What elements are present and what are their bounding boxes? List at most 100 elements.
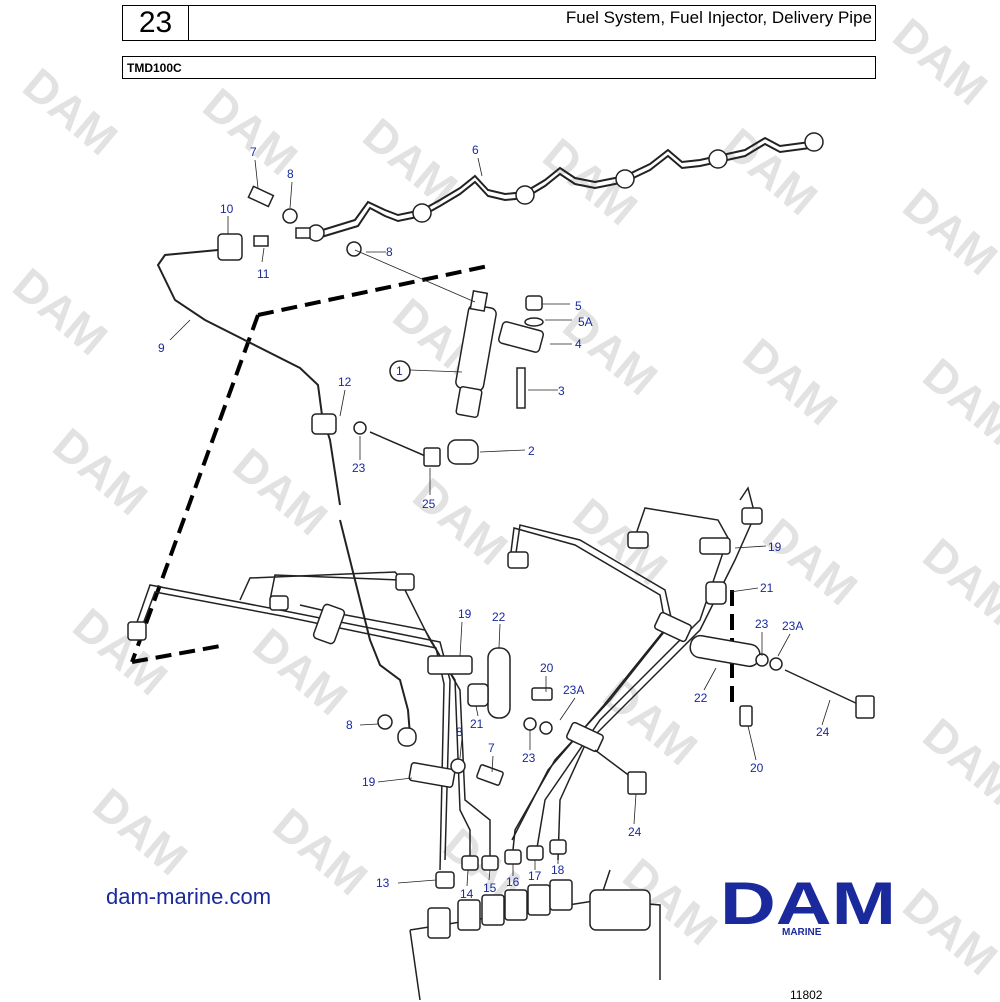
callout-8: 8 [386,245,393,259]
watermark-layer: DAM DAM DAM DAM DAM DAM DAM DAM DAM DAM … [4,8,1000,985]
copper-sleeve [447,439,479,465]
page-title: Fuel System, Fuel Injector, Delivery Pip… [188,5,876,41]
callout-23: 23 [755,617,769,631]
callout-2: 2 [528,444,535,458]
watermark: DAM [894,878,1000,985]
callout-10: 10 [220,202,234,216]
engine-outline [257,264,489,317]
callout-18: 18 [551,863,565,877]
bolt-head [627,771,647,795]
callout-5a: 5A [578,315,593,329]
watermark: DAM [4,258,118,365]
watermark: DAM [914,708,1000,815]
banjo-bolt [247,185,275,208]
watermark: DAM [914,348,1000,455]
watermark: DAM [594,668,708,775]
engine-outline [130,314,260,663]
bolt [784,669,861,706]
sealing-washer [377,714,393,730]
watermark: DAM [44,418,158,525]
screw [531,687,553,701]
callout-19: 19 [458,607,472,621]
fitting [295,227,311,239]
bracket [689,634,761,668]
nut [525,295,543,311]
watermark: DAM [894,178,1000,285]
fuel-injector [354,249,497,418]
callout-24: 24 [628,825,642,839]
callout-14: 14 [460,887,474,901]
spacer [467,683,489,707]
callout-20: 20 [750,761,764,775]
callout-24: 24 [816,725,830,739]
washer [523,717,537,731]
logo-subtext: MARINE [782,927,822,938]
bracket [487,647,511,719]
callout-3: 3 [558,384,565,398]
injection-pump [409,869,661,1000]
model-label: TMD100C [122,56,876,79]
pipe-connector [307,132,824,242]
callout-11: 11 [257,267,270,281]
engine-outline [131,643,227,664]
pressure-pipes-left [127,571,491,871]
website-link[interactable]: dam-marine.com [106,884,272,909]
callout-17: 17 [528,869,542,883]
callout-7: 7 [488,741,495,755]
washer [539,721,553,735]
section-number: 23 [122,5,189,41]
callout-23a: 23A [782,619,803,633]
watermark: DAM [14,58,128,165]
screw [739,705,753,727]
watermark: DAM [884,8,998,115]
callout-20: 20 [540,661,554,675]
callout-6: 6 [472,143,479,157]
callout-circle [389,360,411,382]
callout-7: 7 [250,145,257,159]
callout-8: 8 [287,167,294,181]
dam-logo: DAM [720,872,896,937]
clamp-bolt-head [423,447,441,467]
callout-1: 1 [396,364,403,378]
stud [516,367,526,409]
callout-23: 23 [352,461,366,475]
callout-13: 13 [376,876,390,890]
clamp-bolt [369,431,431,459]
banjo-bolt [476,764,504,786]
watermark: DAM [244,618,358,725]
sealing-washer [450,758,466,774]
callout-21: 21 [760,581,774,595]
watermark: DAM [564,488,678,595]
watermark: DAM [914,528,1000,635]
pressure-pipes-right [507,486,763,861]
callout-labels: 1 2 3 4 5 5A 6 7 8 8 9 10 11 12 23 25 19… [158,143,830,901]
washer [524,317,544,327]
callout-19: 19 [768,540,782,554]
watermark: DAM [734,328,848,435]
sealing-washer [346,241,362,257]
callout-15: 15 [483,881,497,895]
callout-8: 8 [456,725,463,739]
figure-number: 11802 [790,988,823,1002]
injector-clamp [498,321,544,353]
banjo [397,727,417,747]
callout-12: 12 [338,375,352,389]
bolt-head [855,695,875,719]
callout-25: 25 [422,497,436,511]
svg-text:DAM: DAM [720,872,896,937]
leak-off-pipe [339,519,411,736]
watermark: DAM [754,508,868,615]
pipe-clamp [408,762,456,788]
watermark: DAM [404,468,518,575]
nipple [253,235,269,247]
watermark: DAM [554,298,668,405]
callout-4: 4 [575,337,582,351]
union-nut [217,233,243,261]
pipe-clamp [427,655,473,675]
callout-8: 8 [346,718,353,732]
watermark: DAM [64,598,178,705]
callout-23: 23 [522,751,536,765]
callout-19: 19 [362,775,376,789]
watermark: DAM [224,438,338,545]
